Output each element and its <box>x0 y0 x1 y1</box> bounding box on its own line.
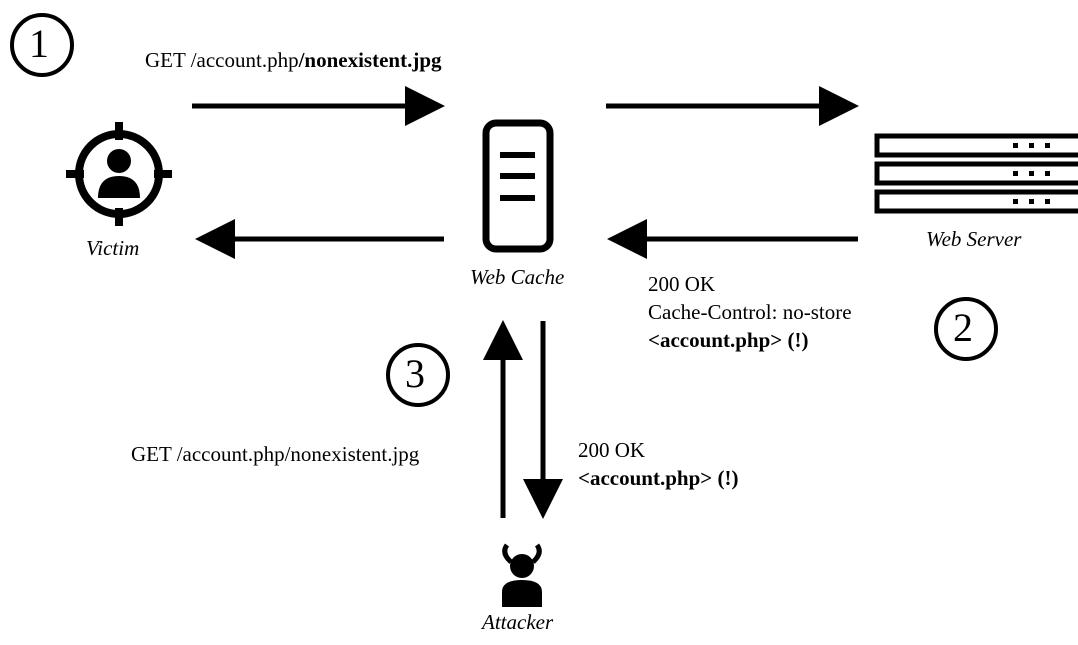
step1-request-prefix: GET /account.php <box>145 48 299 72</box>
victim-label: Victim <box>86 236 140 260</box>
step-2-number: 2 <box>953 305 973 350</box>
web-cache-label: Web Cache <box>470 265 565 289</box>
step-1-number: 1 <box>29 21 49 66</box>
step1-request-text: GET /account.php/nonexistent.jpg <box>145 46 442 74</box>
victim-target-icon <box>66 122 172 226</box>
step-3-circle <box>386 343 450 407</box>
step2-header: Cache-Control: no-store <box>648 300 852 324</box>
attacker-label: Attacker <box>482 610 554 634</box>
step2-response-text: 200 OK Cache-Control: no-store <account.… <box>648 270 852 354</box>
step3-status: 200 OK <box>578 438 646 462</box>
web-server-label: Web Server <box>926 227 1022 251</box>
step2-body: <account.php> (!) <box>648 328 809 352</box>
step-3-number: 3 <box>405 351 425 396</box>
step1-request-bold: /nonexistent.jpg <box>298 48 442 72</box>
step-1-circle <box>10 13 74 77</box>
step2-status: 200 OK <box>648 272 716 296</box>
step3-body: <account.php> (!) <box>578 466 739 490</box>
web-server-rack-icon <box>874 133 1078 214</box>
attacker-devil-icon <box>502 543 542 607</box>
step3-request-text: GET /account.php/nonexistent.jpg <box>131 442 420 466</box>
step3-response-text: 200 OK <account.php> (!) <box>578 436 738 492</box>
step-2-circle <box>934 297 998 361</box>
web-cache-document-icon <box>482 119 554 253</box>
